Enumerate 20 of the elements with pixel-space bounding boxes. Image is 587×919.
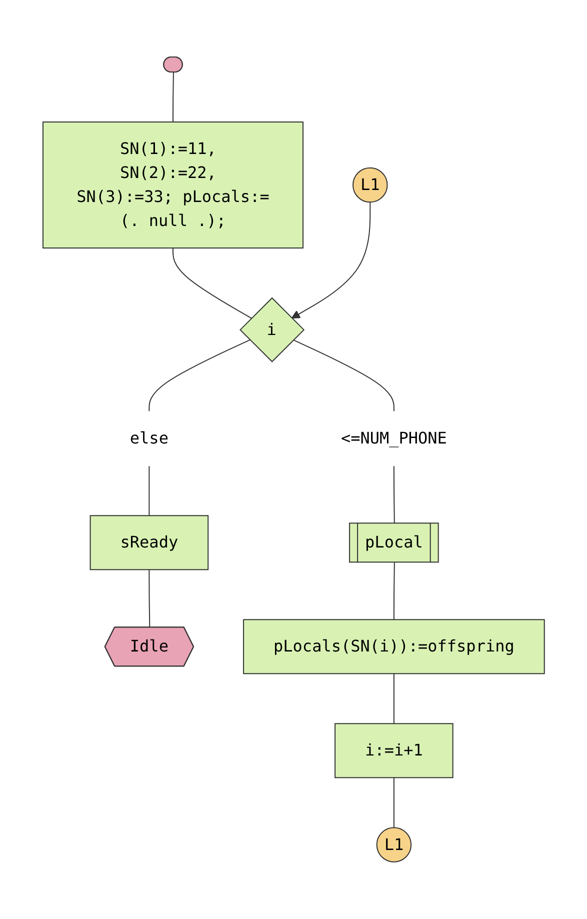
connector	[393, 465, 395, 524]
connector	[148, 465, 150, 516]
node-box: sReady	[90, 515, 208, 570]
connector	[292, 339, 394, 412]
node-text: else	[130, 428, 168, 448]
node-box: pLocals(SN(i)):=offspring	[242, 619, 545, 674]
node-diamond: i	[239, 297, 304, 362]
connector	[393, 562, 395, 620]
node-text: <=NUM_PHONE	[340, 428, 447, 448]
connector	[393, 673, 394, 724]
node-circle: L1	[376, 827, 412, 862]
connector	[172, 72, 174, 123]
node-circle: L1	[352, 167, 388, 203]
node-box: SN(1):=11, SN(2):=22, SN(3):=33; pLocals:=(. null .);	[42, 122, 304, 249]
connector	[393, 777, 394, 828]
connector	[148, 569, 150, 628]
connector	[172, 248, 252, 319]
node-box: i:=i+1	[334, 723, 454, 778]
connector	[148, 339, 250, 412]
arrow	[291, 202, 370, 319]
